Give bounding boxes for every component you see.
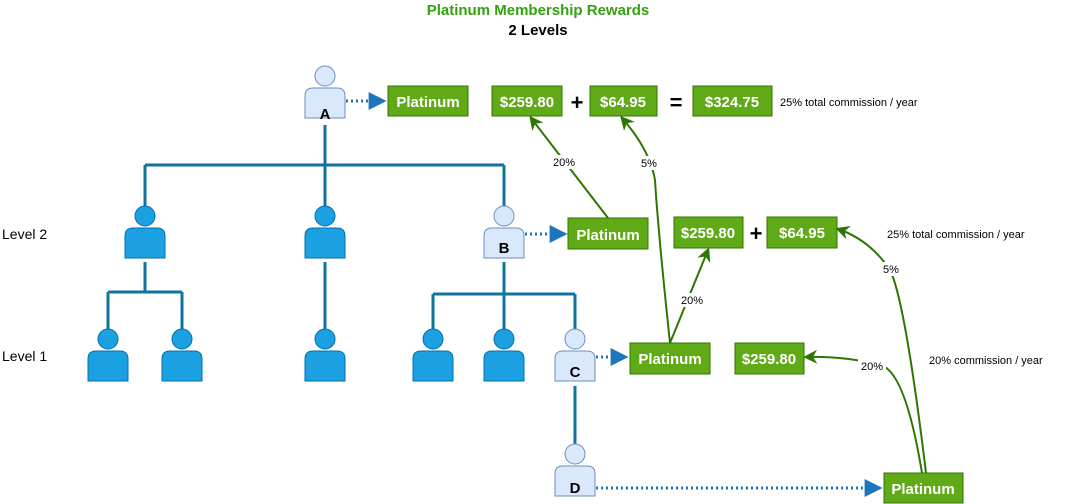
person-icon	[87, 328, 129, 382]
note-c: 20% commission / year	[929, 355, 1043, 367]
pct-bg	[638, 156, 660, 170]
total-box-a	[692, 85, 773, 117]
arrow-d-platinum-to-b2	[835, 226, 927, 474]
level-2-label: Level 2	[2, 226, 47, 242]
amount-box-a1	[491, 85, 563, 117]
node-d-label: D	[570, 480, 581, 497]
person-icon	[304, 328, 346, 382]
platinum-box-c	[629, 342, 711, 375]
total-a: $324.75	[705, 94, 759, 111]
diagram-subtitle: 2 Levels	[508, 22, 567, 39]
equals-a: =	[670, 90, 683, 115]
platinum-label-b: Platinum	[576, 227, 639, 244]
pct-c-to-a: 5%	[641, 158, 657, 170]
pct-b-to-a: 20%	[553, 157, 575, 169]
plus-a: +	[571, 90, 584, 115]
amount-box-c	[734, 342, 805, 375]
pct-d-to-c: 20%	[861, 361, 883, 373]
node-c-label: C	[570, 364, 581, 381]
platinum-box-a	[387, 85, 469, 117]
person-icon	[304, 205, 346, 259]
amount-a1: $259.80	[500, 94, 554, 111]
node-a-label: A	[320, 106, 331, 123]
diagram-title: Platinum Membership Rewards	[427, 2, 650, 19]
note-b: 25% total commission / year	[887, 229, 1025, 241]
note-a: 25% total commission / year	[780, 97, 918, 109]
pct-bg	[858, 359, 886, 373]
pct-bg	[550, 155, 578, 169]
node-b-label: B	[499, 240, 510, 257]
person-icon	[161, 328, 203, 382]
amount-c: $259.80	[742, 351, 796, 368]
pct-bg	[880, 262, 902, 276]
amount-b1: $259.80	[681, 225, 735, 242]
platinum-label-d: Platinum	[891, 481, 954, 498]
platinum-label-a: Platinum	[396, 94, 459, 111]
amount-a2: $64.95	[600, 94, 646, 111]
plus-b: +	[750, 221, 763, 246]
person-icon	[124, 205, 166, 259]
amount-box-b2	[766, 216, 838, 249]
pct-c-to-b: 20%	[681, 295, 703, 307]
arrow-c-platinum-to-a2	[620, 115, 671, 344]
pct-bg	[678, 293, 706, 307]
platinum-label-c: Platinum	[638, 351, 701, 368]
level-1-label: Level 1	[2, 348, 47, 364]
amount-b2: $64.95	[779, 225, 825, 242]
tree-connectors	[106, 125, 577, 445]
person-icon	[483, 328, 525, 382]
person-icon	[412, 328, 454, 382]
platinum-box-d	[883, 472, 964, 504]
arrow-d-platinum-to-c	[803, 349, 923, 474]
amount-box-b1	[673, 216, 744, 249]
pct-d-to-b: 5%	[883, 264, 899, 276]
